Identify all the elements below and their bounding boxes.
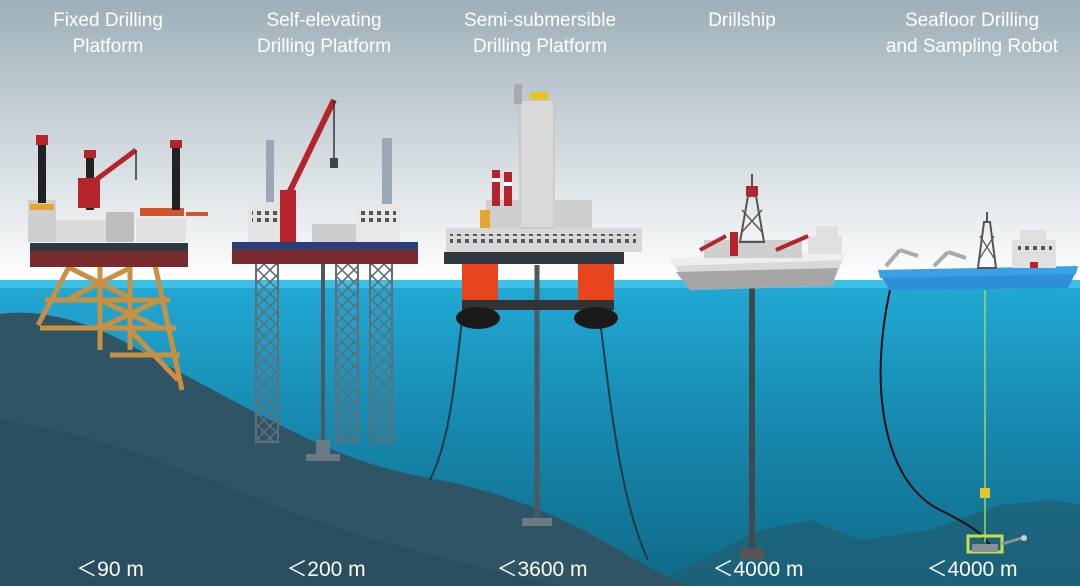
semi-submersible-platform — [429, 84, 649, 561]
jacket-structure — [35, 263, 185, 391]
drillship — [670, 174, 846, 560]
depth-label-self-elevating: ＜200 m — [286, 558, 366, 581]
title-line: Drilling Platform — [472, 36, 608, 57]
title-line: Drillship — [708, 10, 776, 31]
label-semi-submersible-platform: Semi-submersible Drilling Platform — [430, 8, 650, 60]
self-elevating-platform — [232, 98, 418, 461]
title-line: Semi-submersible — [463, 10, 617, 31]
title-line: and Sampling Robot — [885, 36, 1059, 57]
label-seafloor-robot: Seafloor Drilling and Sampling Robot — [862, 8, 1080, 60]
title-line: Platform — [72, 36, 144, 57]
title-line: Seafloor Drilling — [904, 10, 1040, 31]
label-drillship: Drillship — [632, 8, 852, 34]
seabed-far-hill — [650, 500, 1080, 586]
label-fixed-drilling-platform: Fixed Drilling Platform — [0, 8, 218, 60]
fixed-drilling-platform — [28, 135, 208, 391]
seabed-shade — [0, 420, 560, 586]
depth-label-drillship: ＜4000 m — [712, 558, 804, 581]
depth-label-fixed: ＜90 m — [76, 558, 144, 581]
title-line: Self-elevating — [266, 10, 382, 31]
depth-label-seafloor-robot: ＜4000 m — [926, 558, 1018, 581]
title-line: Fixed Drilling — [53, 10, 163, 31]
title-line: Drilling Platform — [256, 36, 392, 57]
depth-label-semi-submersible: ＜3600 m — [496, 558, 588, 581]
label-self-elevating-platform: Self-elevating Drilling Platform — [214, 8, 434, 60]
sea-surface-band — [0, 280, 1080, 288]
seafloor-robot-system — [878, 212, 1078, 554]
